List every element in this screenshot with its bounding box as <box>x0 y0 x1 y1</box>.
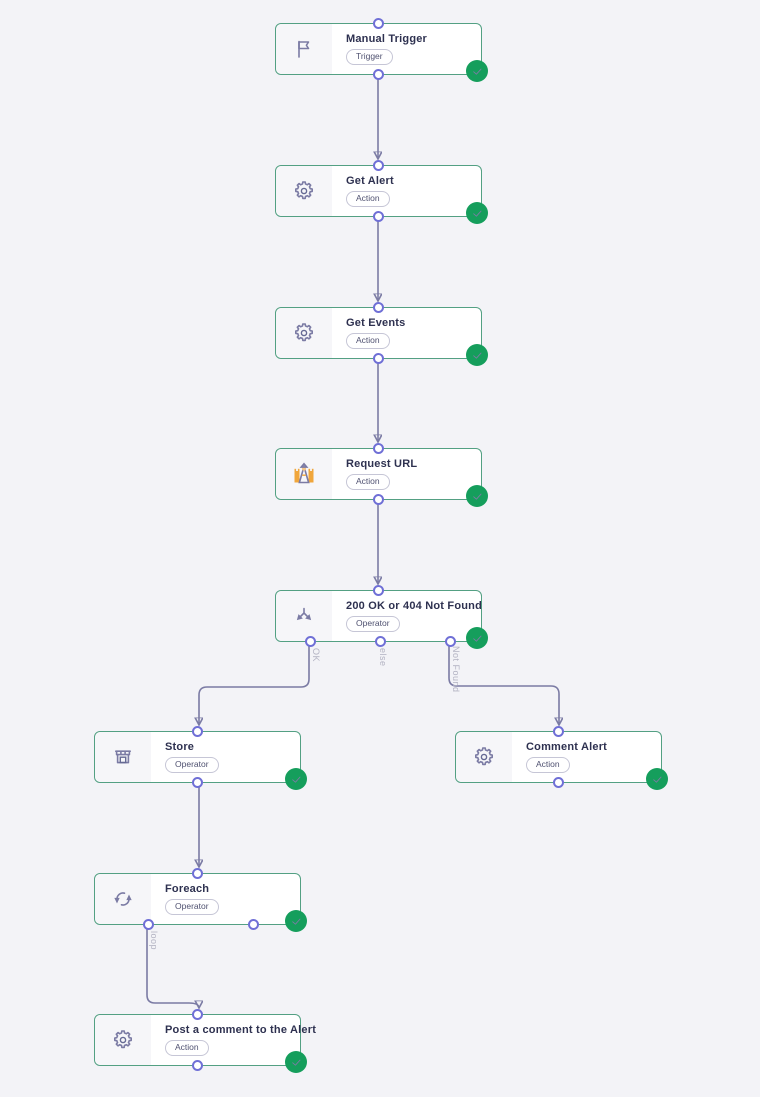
store-icon <box>111 745 135 769</box>
node-title: Foreach <box>165 883 210 896</box>
node-foreach[interactable]: Foreach Operator <box>94 868 307 932</box>
gear-icon <box>292 179 316 203</box>
node-type-badge: Operator <box>165 899 219 915</box>
status-check-icon <box>285 768 307 790</box>
node-content: Manual Trigger Trigger <box>332 24 427 74</box>
node-icon-panel <box>276 166 332 216</box>
node-type-badge: Trigger <box>346 49 393 65</box>
port-top[interactable] <box>192 726 203 737</box>
status-check-icon <box>466 202 488 224</box>
node-title: Request URL <box>346 458 418 471</box>
port-bottom[interactable] <box>247 919 259 930</box>
port-bottom[interactable] <box>192 777 203 788</box>
node-title: Get Events <box>346 317 406 330</box>
node-content: Post a comment to the Alert Action <box>151 1015 317 1065</box>
node-get-alert[interactable]: Get Alert Action <box>275 160 488 224</box>
port-not-found[interactable] <box>444 636 456 647</box>
node-icon-panel <box>276 591 332 641</box>
status-check-icon <box>466 627 488 649</box>
node-title: Comment Alert <box>526 741 608 754</box>
node-get-events[interactable]: Get Events Action <box>275 302 488 366</box>
loop-icon <box>111 887 135 911</box>
edge-condition-ok-to-store <box>199 642 310 725</box>
port-bottom[interactable] <box>553 777 564 788</box>
node-title: Store <box>165 741 195 754</box>
port-bottom[interactable] <box>192 1060 203 1071</box>
node-icon-panel <box>95 874 151 924</box>
node-icon-panel <box>276 308 332 358</box>
node-type-badge: Action <box>165 1040 209 1056</box>
port-ok[interactable] <box>304 636 316 647</box>
status-check-icon <box>285 910 307 932</box>
port-top[interactable] <box>373 302 384 313</box>
status-check-icon <box>466 485 488 507</box>
node-manual-trigger[interactable]: Manual Trigger Trigger <box>275 18 488 82</box>
port-bottom[interactable] <box>373 211 384 222</box>
node-content: Foreach Operator <box>151 874 219 924</box>
node-type-badge: Action <box>526 757 570 773</box>
node-type-badge: Action <box>346 191 390 207</box>
port-loop[interactable] <box>142 919 154 930</box>
node-type-badge: Action <box>346 333 390 349</box>
node-title: Post a comment to the Alert <box>165 1024 317 1037</box>
gear-icon <box>292 321 316 345</box>
status-check-icon <box>466 344 488 366</box>
port-label-not-found: Not Found <box>451 646 461 693</box>
port-bottom[interactable] <box>373 69 384 80</box>
node-icon-panel <box>95 732 151 782</box>
node-type-badge: Operator <box>346 616 400 632</box>
edge-condition-notfound-to-commentalert <box>448 642 559 725</box>
node-icon-panel <box>95 1015 151 1065</box>
node-type-badge: Action <box>346 474 390 490</box>
status-check-icon <box>285 1051 307 1073</box>
port-top[interactable] <box>192 1009 203 1020</box>
wizard-icon <box>292 462 316 486</box>
node-content: Comment Alert Action <box>512 732 607 782</box>
node-content: 200 OK or 404 Not Found Operator <box>332 591 483 641</box>
split-arrow-icon <box>292 604 316 628</box>
node-title: Manual Trigger <box>346 33 428 46</box>
node-type-badge: Operator <box>165 757 219 773</box>
node-content: Store Operator <box>151 732 219 782</box>
node-content: Get Events Action <box>332 308 405 358</box>
gear-icon <box>472 745 496 769</box>
port-label-ok: OK <box>311 648 321 663</box>
port-top[interactable] <box>553 726 564 737</box>
port-top[interactable] <box>373 443 384 454</box>
node-condition-200-404[interactable]: 200 OK or 404 Not Found Operator <box>275 585 488 649</box>
port-bottom[interactable] <box>373 494 384 505</box>
status-check-icon <box>646 768 668 790</box>
node-title: Get Alert <box>346 175 394 188</box>
port-top[interactable] <box>373 585 384 596</box>
port-top[interactable] <box>373 18 384 29</box>
node-icon-panel <box>276 449 332 499</box>
node-comment-alert[interactable]: Comment Alert Action <box>455 726 668 790</box>
node-content: Request URL Action <box>332 449 417 499</box>
port-else[interactable] <box>374 636 386 647</box>
port-label-loop: loop <box>149 931 159 951</box>
flag-icon <box>292 37 316 61</box>
port-label-else: else <box>378 648 388 667</box>
status-check-icon <box>466 60 488 82</box>
node-icon-panel <box>276 24 332 74</box>
node-store[interactable]: Store Operator <box>94 726 307 790</box>
node-request-url[interactable]: Request URL Action <box>275 443 488 507</box>
port-top[interactable] <box>373 160 384 171</box>
node-content: Get Alert Action <box>332 166 394 216</box>
node-title: 200 OK or 404 Not Found <box>346 600 483 613</box>
port-top[interactable] <box>192 868 203 879</box>
gear-icon <box>111 1028 135 1052</box>
port-bottom[interactable] <box>373 353 384 364</box>
node-post-comment[interactable]: Post a comment to the Alert Action <box>94 1009 317 1073</box>
node-icon-panel <box>456 732 512 782</box>
